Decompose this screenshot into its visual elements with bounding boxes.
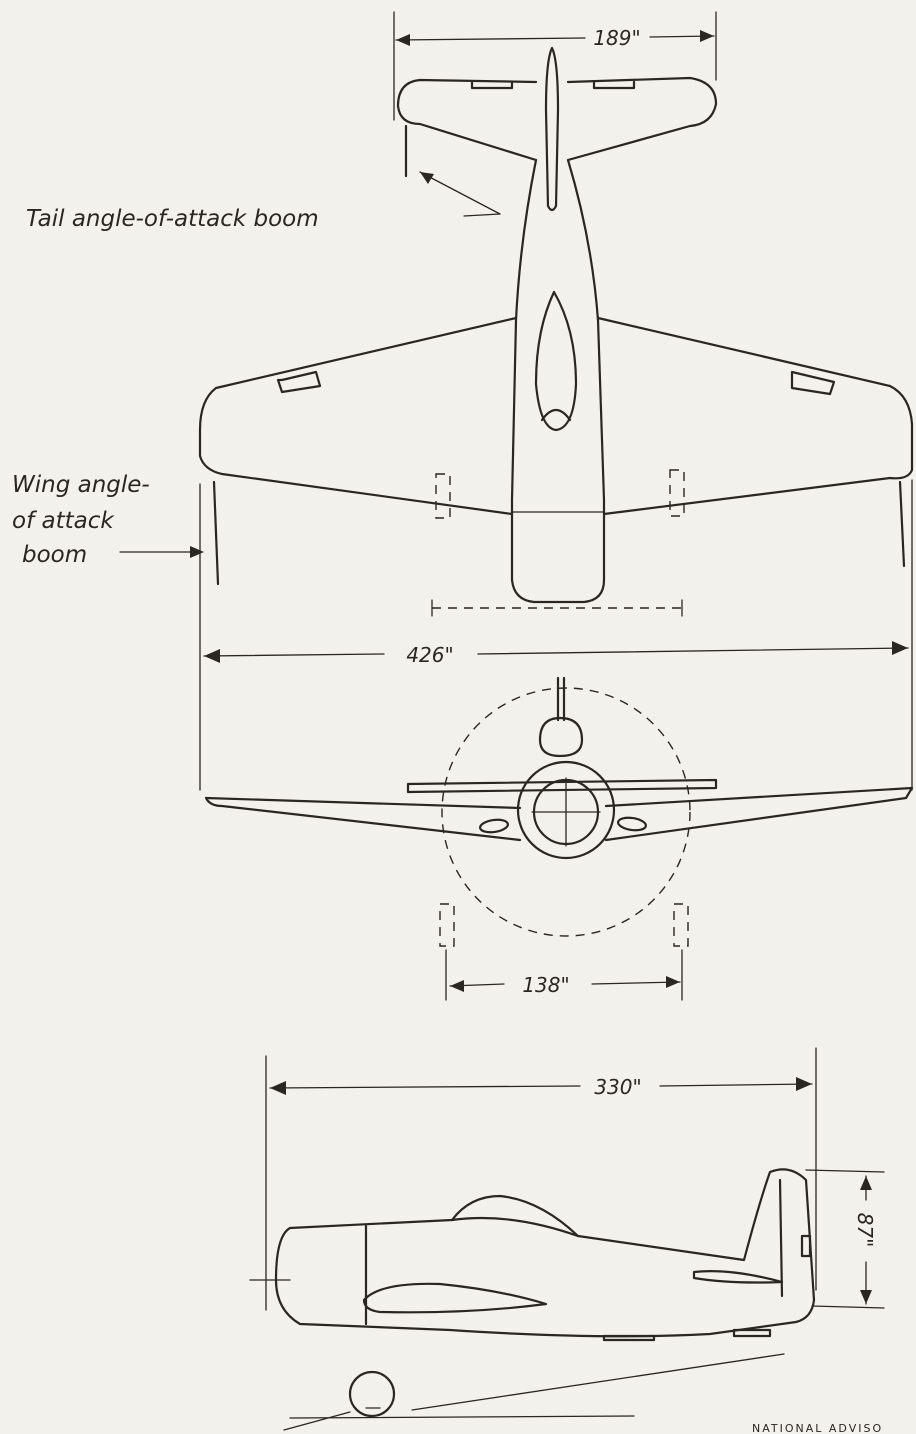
canopy-side — [450, 1216, 580, 1238]
fuselage-plan — [510, 158, 606, 604]
gear-track-arrow-right — [666, 976, 680, 988]
tail-boom-annotation: Tail angle-of-attack boom — [26, 206, 319, 232]
propeller-disc — [441, 687, 691, 937]
length-arrow-left — [270, 1081, 286, 1095]
right-wing-front — [604, 786, 914, 842]
height-arrow-top — [860, 1176, 872, 1190]
wing-boom-annotation-line1: Wing angle- — [12, 472, 150, 498]
wing-span-dim-line-left — [203, 653, 385, 657]
cowl-front — [516, 760, 616, 860]
right-main-gear-front — [673, 903, 689, 947]
wing-span-label: 426" — [406, 643, 453, 667]
wing-aoa-boom-right — [898, 480, 906, 568]
left-aileron-tab — [276, 370, 322, 394]
tail-boom-leader — [419, 171, 501, 215]
side-gear-fairing — [602, 1334, 656, 1342]
wing-boom-leader-arrow — [190, 546, 204, 558]
tail-span-dim-line-left — [395, 37, 586, 41]
right-main-gear-plan — [669, 469, 685, 517]
height-extension-top — [805, 1169, 885, 1173]
left-inlet — [479, 818, 509, 834]
horizontal-tail-front — [406, 778, 718, 794]
height-extension-bottom — [811, 1305, 885, 1309]
right-elevator-tab — [592, 80, 636, 90]
horizontal-tail-left — [396, 78, 538, 162]
gear-track-arrow-left — [450, 980, 464, 992]
canopy-frame — [540, 408, 572, 422]
rudder-tab — [800, 1234, 812, 1258]
left-wing — [198, 316, 518, 516]
left-wing-front — [204, 796, 522, 842]
right-aileron-tab — [790, 370, 836, 396]
tail-span-arrow-left — [396, 34, 410, 46]
wing-span-dim-line-right — [477, 647, 909, 655]
tail-boom-leader-arrow — [420, 172, 434, 184]
wing-root-side — [362, 1282, 548, 1314]
tail-boom-leader-tail — [463, 213, 501, 217]
horizontal-tail-right — [566, 76, 718, 162]
front-view: 138" — [204, 676, 914, 1001]
plan-view: 189" 426" — [12, 11, 914, 791]
wing-boom-annotation-line3: boom — [22, 542, 87, 568]
side-view: 330" 87" — [249, 1047, 885, 1431]
length-label: 330" — [594, 1075, 641, 1099]
right-inlet — [617, 816, 647, 832]
side-tail-fairing — [732, 1328, 772, 1338]
wing-boom-annotation-line2: of attack — [12, 508, 115, 534]
footer-agency-text: NATIONAL ADVISO — [752, 1422, 883, 1434]
left-elevator-tab — [470, 80, 514, 90]
ground-line-right — [411, 1353, 785, 1411]
rudder-hinge — [778, 1178, 784, 1298]
wing-aoa-boom-left — [212, 480, 220, 586]
ground-line-base — [289, 1415, 635, 1419]
left-main-gear-plan — [435, 473, 451, 519]
length-dim-line-right — [659, 1083, 813, 1087]
horizontal-tail-side — [692, 1270, 784, 1284]
height-arrow-bottom — [860, 1290, 872, 1304]
canopy-front — [538, 716, 584, 758]
right-wing — [596, 316, 914, 516]
wing-span-arrow-right — [892, 641, 908, 655]
wing-span-arrow-left — [204, 649, 220, 663]
vertical-fin-top — [544, 46, 560, 212]
length-arrow-right — [796, 1077, 812, 1091]
gear-track-label: 138" — [522, 973, 569, 997]
tail-span-label: 189" — [593, 26, 640, 50]
height-label: 87" — [853, 1213, 877, 1248]
ground-line-left — [283, 1411, 351, 1431]
canopy-plan — [534, 290, 578, 432]
tail-wheel — [348, 1370, 396, 1418]
length-dim-line-left — [269, 1085, 581, 1089]
vertical-fin-front — [556, 676, 566, 722]
left-main-gear-front — [439, 903, 455, 947]
fuselage-side — [274, 1168, 816, 1338]
tail-span-arrow-right — [700, 30, 714, 42]
gear-track-dim-line-right — [591, 981, 681, 985]
